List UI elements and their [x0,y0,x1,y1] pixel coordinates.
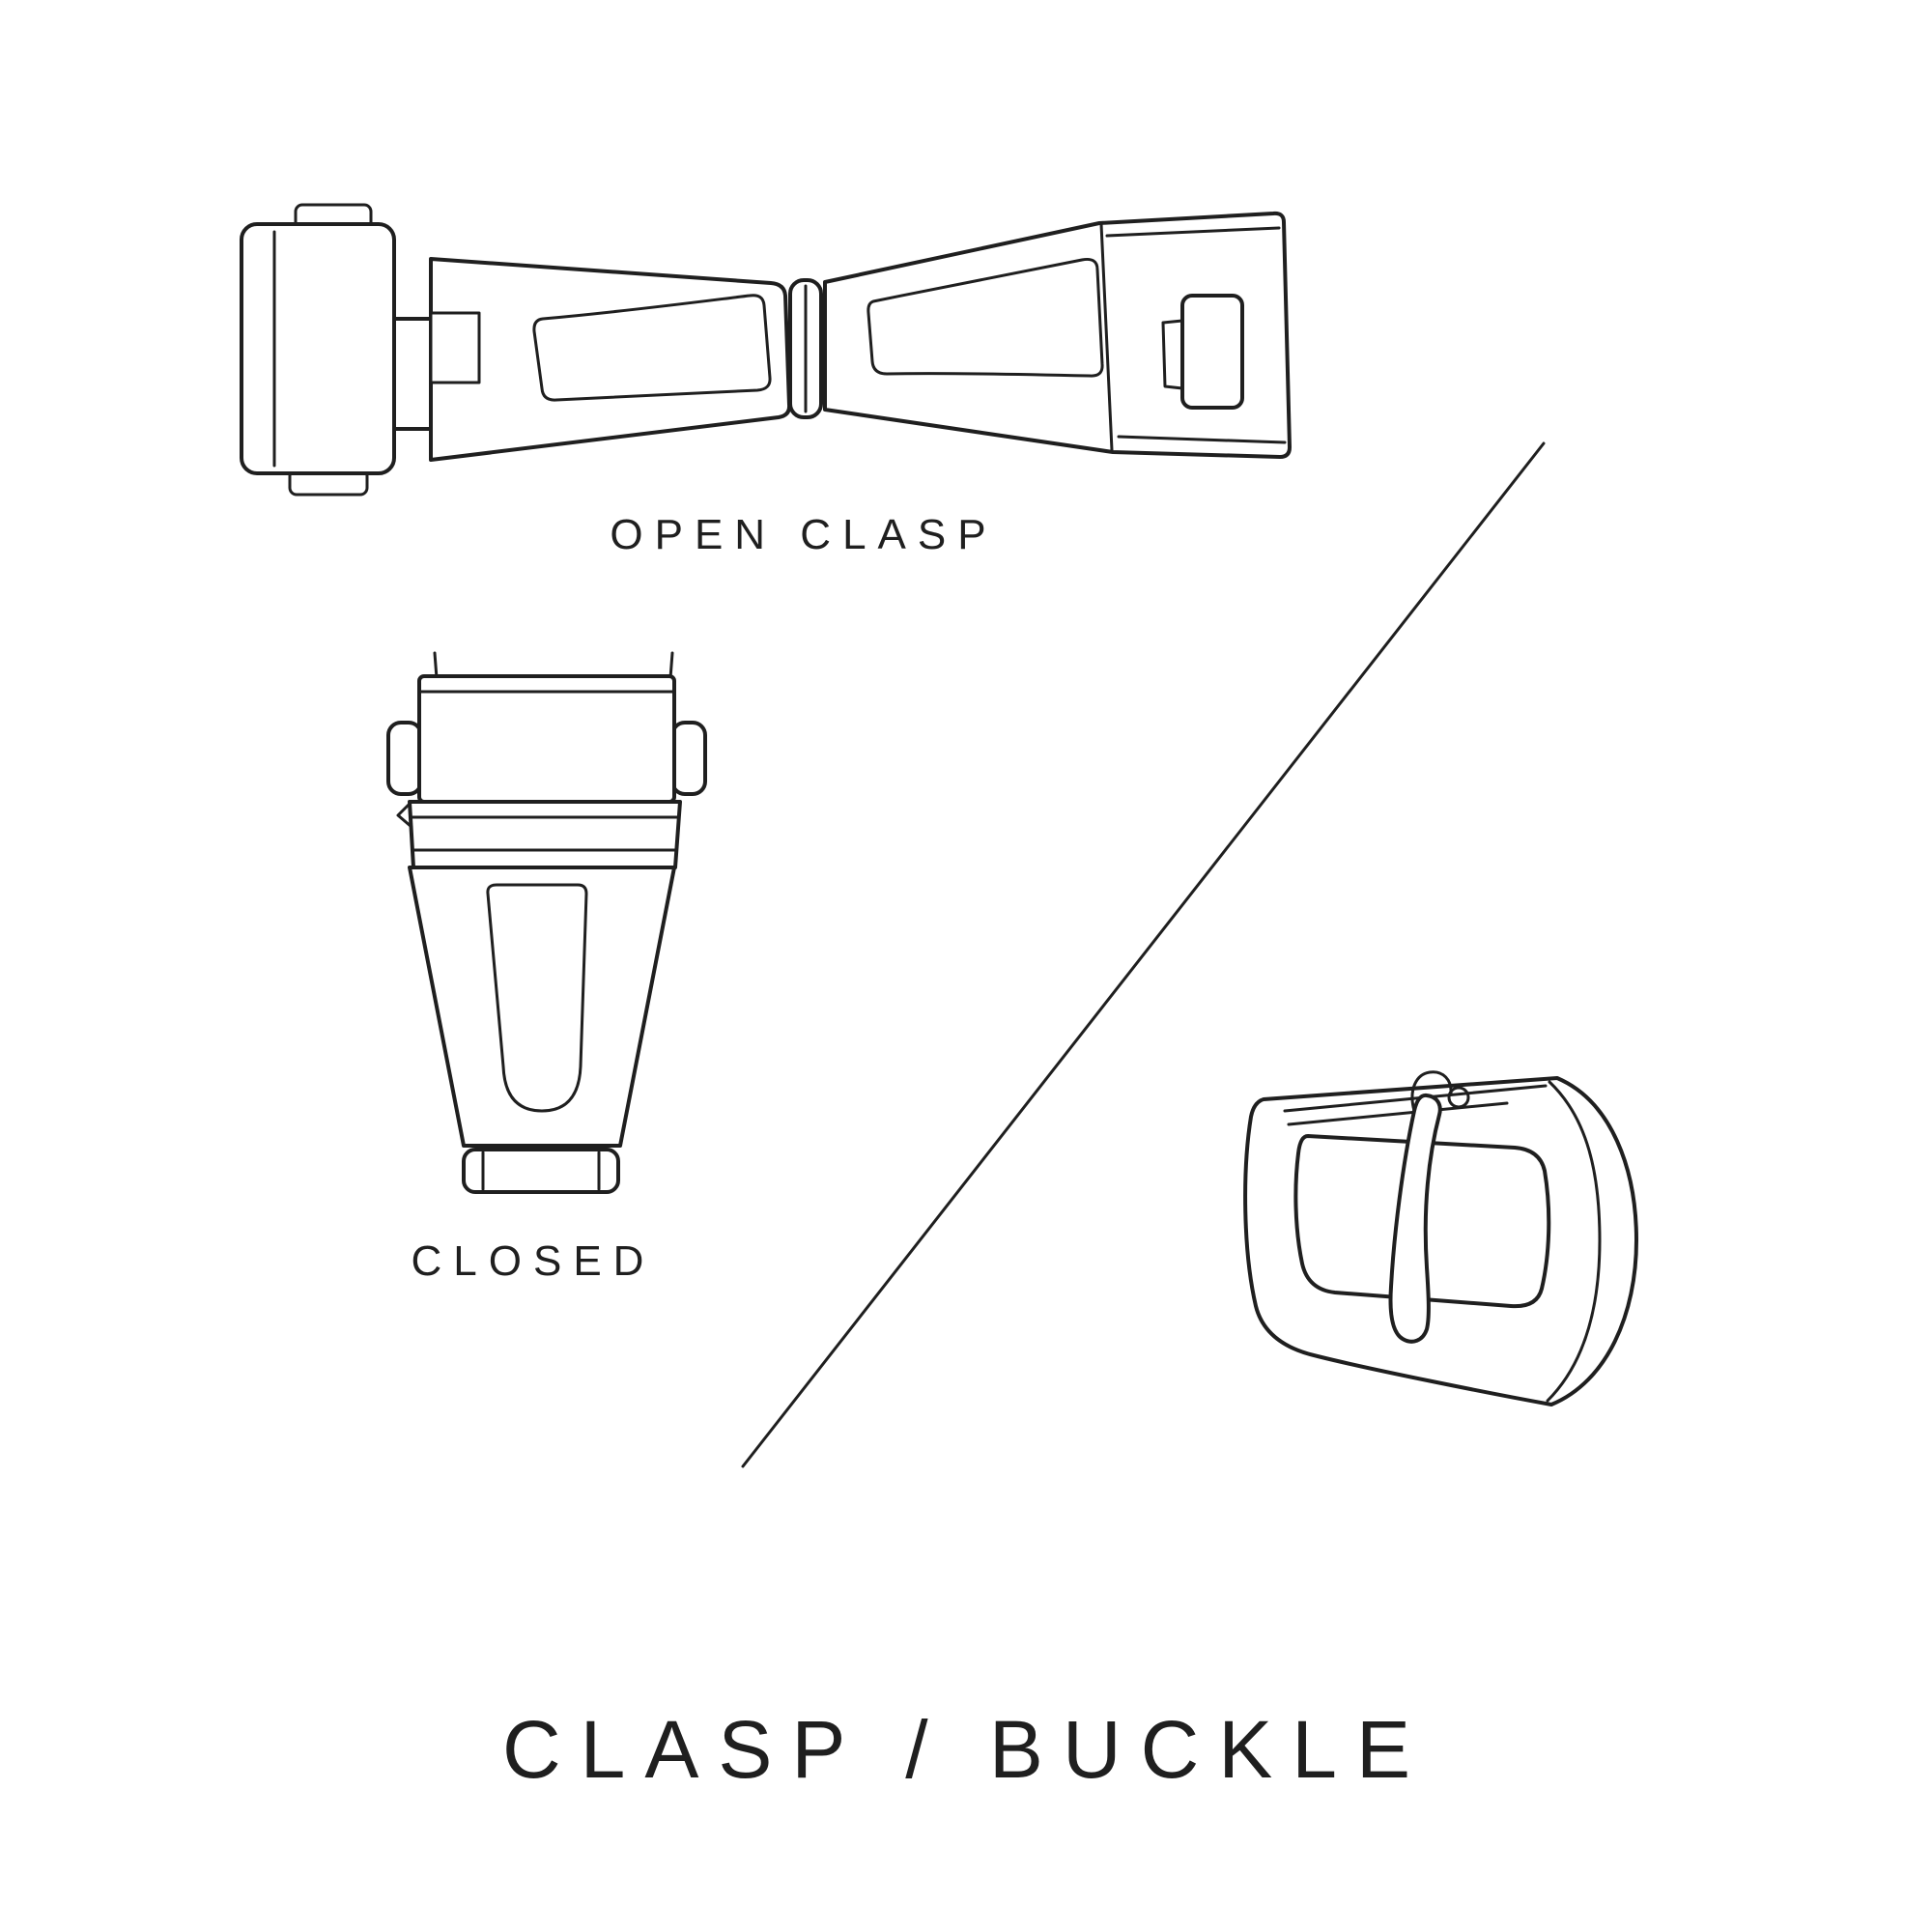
closed-clasp-illustration [386,651,707,1194]
right-plate-bottom-rail [1117,435,1287,444]
open-clasp-illustration [240,203,1292,497]
buckle-prong-loop [1410,1070,1453,1113]
connector-link [388,317,435,431]
body-inner-outline [486,883,588,1113]
band [408,800,682,869]
buckle-bar-line-2 [1287,1101,1509,1126]
buckle-ring [1447,1086,1470,1109]
top-pin-left [433,651,439,680]
side-ear-right [670,721,707,796]
closed-label: CLOSED [412,1237,656,1285]
keeper-bracket [1161,319,1184,390]
open-clasp-label: OPEN CLASP [610,511,997,558]
buckle-illustration [1243,1070,1638,1406]
buckle-prong [1388,1093,1442,1344]
right-arm-inner-outline [867,258,1104,378]
right-arm-outline [823,211,1292,459]
bottom-cap [462,1148,620,1194]
right-plate-top-rail [1105,226,1281,238]
top-pin-right [668,651,674,680]
left-arm-notch [429,311,481,384]
right-plate-division [1099,222,1114,452]
band-notch [396,802,413,829]
end-link-block [240,222,396,475]
buckle-side-band-inner-edge [1546,1080,1602,1403]
body-outline [408,866,676,1148]
left-arm-outline [429,257,792,462]
buckle-bar-line-1 [1283,1084,1548,1113]
page-title: CLASP / BUCKLE [502,1704,1430,1795]
top-block [417,674,676,804]
divider-line [741,441,1546,1468]
keeper [1180,294,1244,410]
side-ear-left [386,721,423,796]
left-arm-inner-outline [532,294,772,402]
